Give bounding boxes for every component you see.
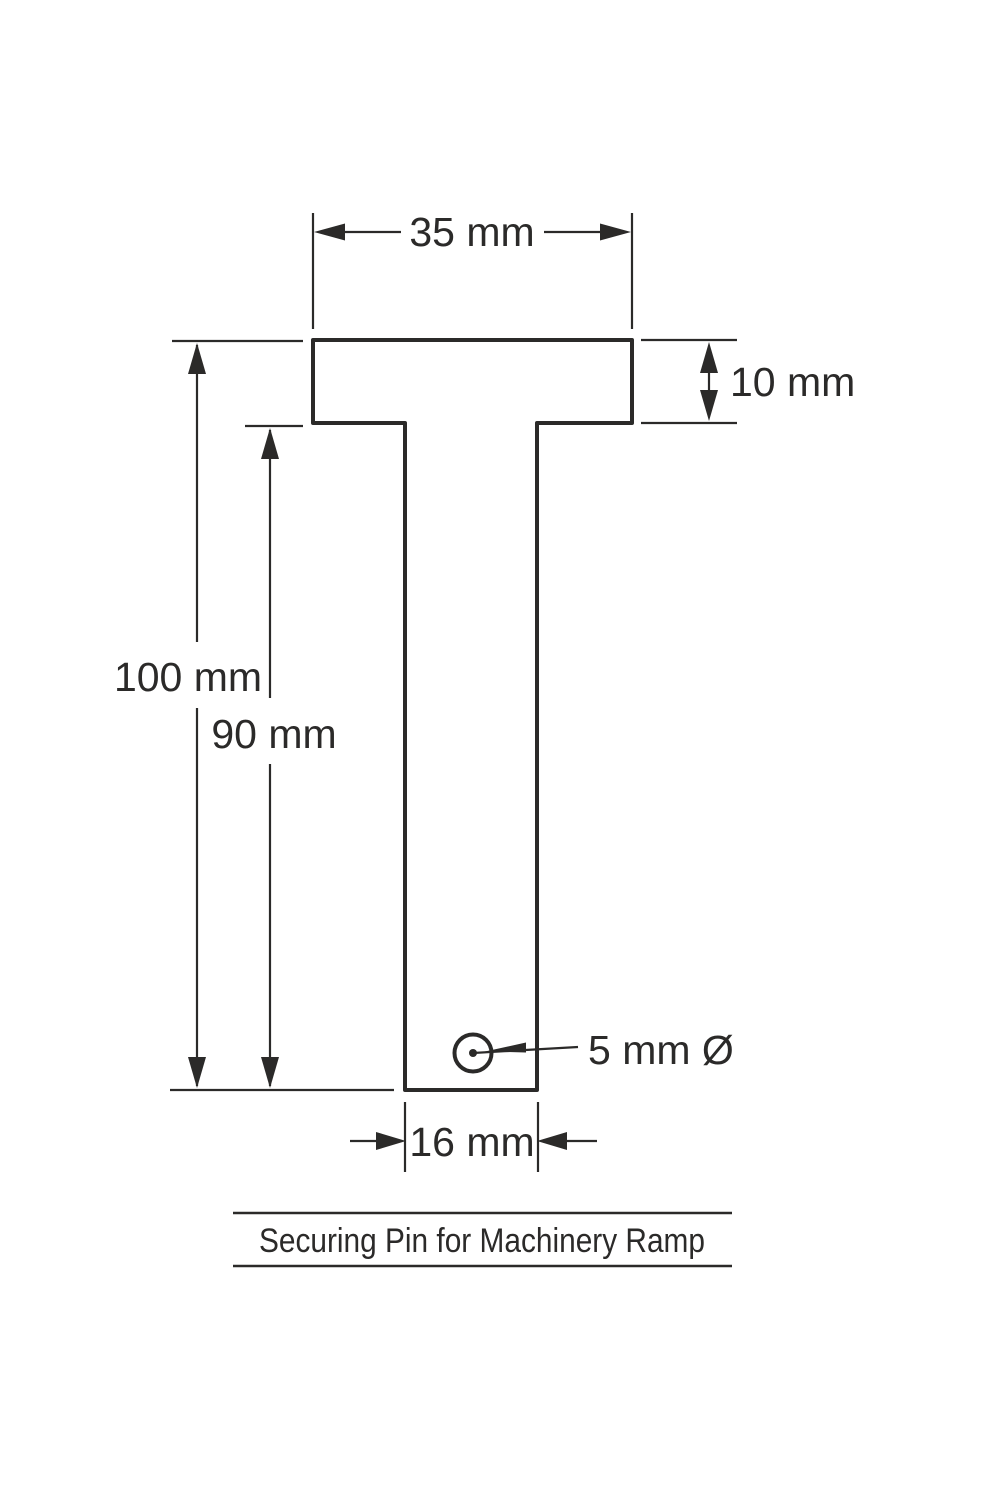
arrowhead-down-icon — [700, 390, 718, 421]
callout-label-hole-diameter: 5 mm Ø — [588, 1027, 734, 1073]
drawing-title: Securing Pin for Machinery Ramp — [259, 1222, 705, 1260]
pin-outline — [311, 338, 634, 1092]
dim-top-width: 35 mm — [311, 209, 634, 329]
label-backdrop — [110, 642, 266, 708]
arrowhead-left-icon — [314, 223, 345, 241]
dim-label-top-width: 35 mm — [409, 209, 534, 255]
dim-head-height: 10 mm — [641, 338, 855, 425]
arrowhead-right-icon — [376, 1132, 406, 1150]
arrowhead-up-icon — [700, 342, 718, 373]
arrowhead-down-icon — [261, 1057, 279, 1088]
dim-label-overall-length: 100 mm — [114, 654, 262, 700]
arrowhead-right-icon — [600, 223, 631, 241]
arrowhead-down-icon — [188, 1057, 206, 1088]
dim-stem-length: 90 mm — [211, 424, 338, 1088]
dim-label-head-height: 10 mm — [730, 359, 855, 405]
dim-label-stem-width: 16 mm — [409, 1119, 534, 1165]
label-backdrop — [212, 698, 338, 764]
callout-hole-diameter: 5 mm Ø — [469, 1027, 734, 1073]
arrowhead-up-icon — [188, 343, 206, 374]
dim-label-stem-length: 90 mm — [211, 711, 336, 757]
dim-stem-width: 16 mm — [350, 1102, 597, 1172]
leader-arrowhead-icon — [485, 1042, 526, 1053]
title-block: Securing Pin for Machinery Ramp — [233, 1211, 732, 1268]
arrowhead-up-icon — [261, 428, 279, 459]
arrowhead-left-icon — [537, 1132, 567, 1150]
dim-overall-length: 100 mm — [110, 339, 303, 1088]
